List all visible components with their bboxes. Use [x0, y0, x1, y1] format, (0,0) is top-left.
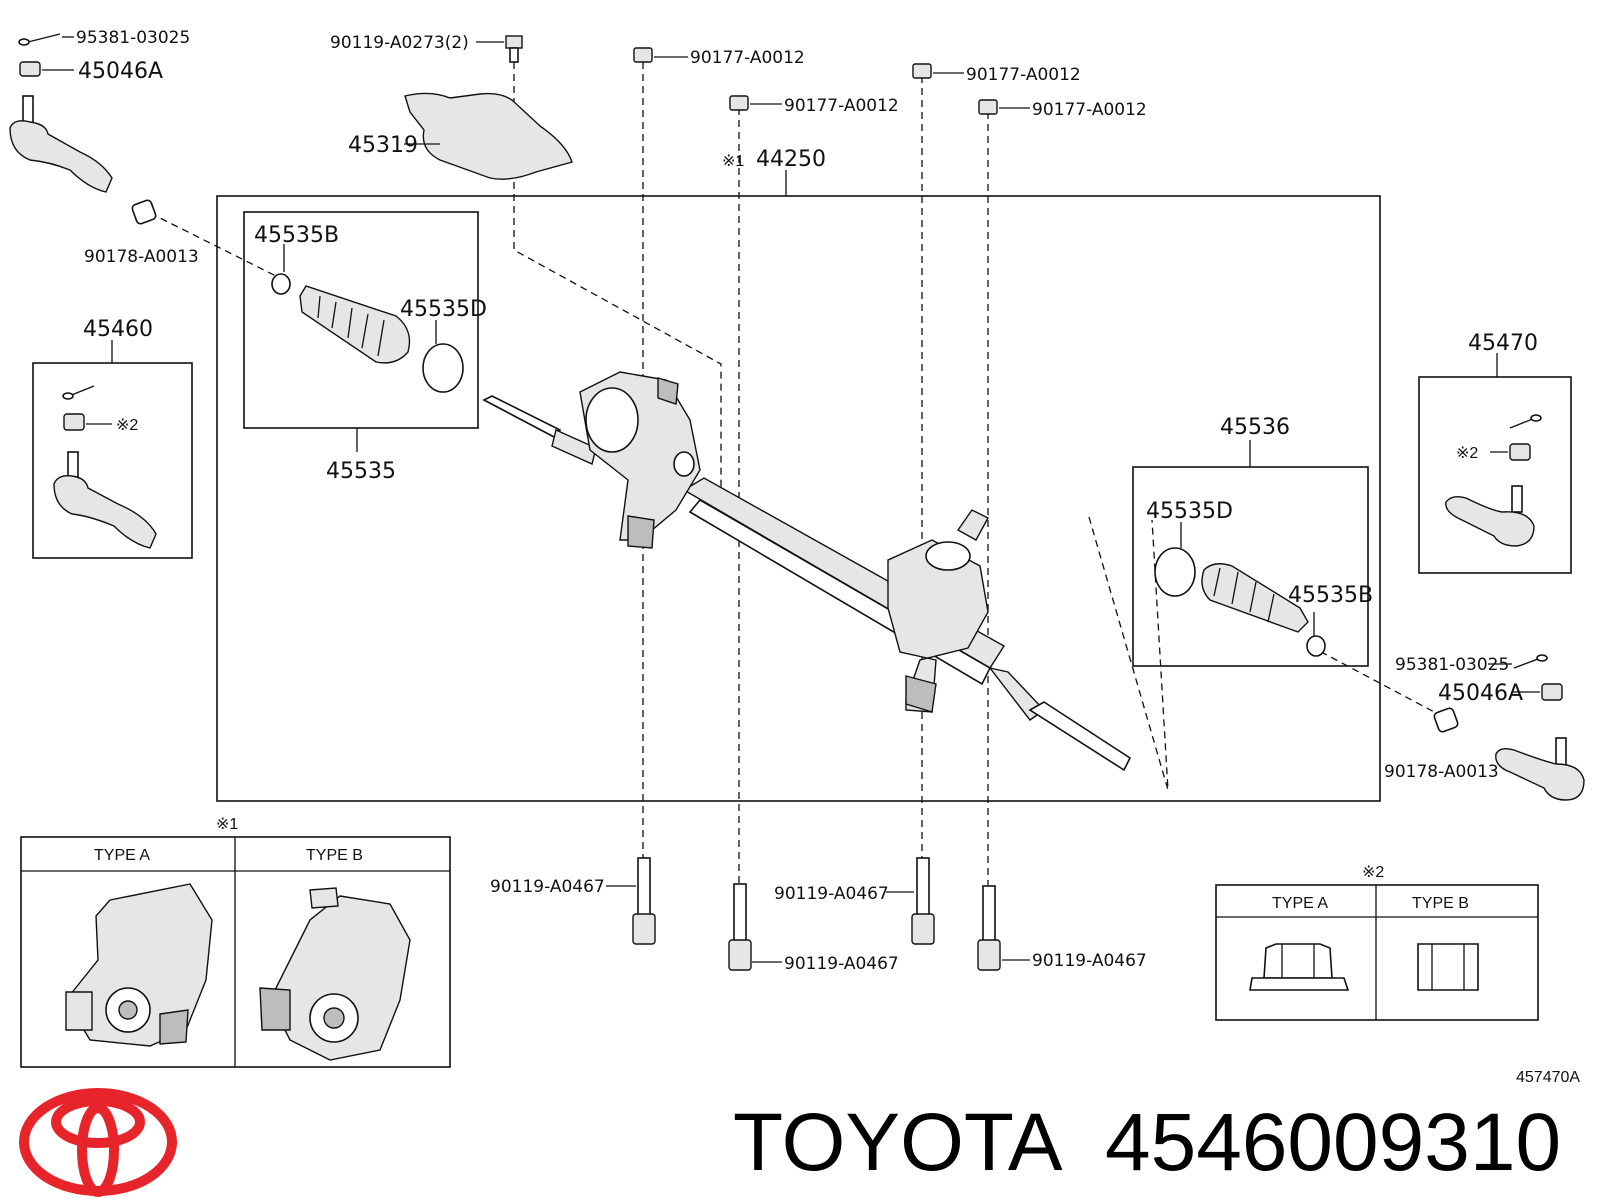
ring-right-label: 45535D — [1146, 499, 1233, 524]
bushing-right-label: 90178-A0013 — [1384, 762, 1499, 782]
type-table-1-col-a: TYPE A — [94, 847, 150, 864]
tie-rod-end-right-label: 45470 — [1468, 331, 1538, 356]
nut-top-4-label: 90177-A0012 — [1032, 100, 1147, 120]
boot-kit-left-frame — [243, 211, 479, 429]
gear-assy-label: 44250 — [756, 147, 826, 172]
bushing-right-icon — [1433, 707, 1459, 733]
nut-box-right-icon — [1509, 443, 1531, 461]
bushing-left-label: 90178-A0013 — [84, 247, 199, 267]
toyota-logo — [19, 1088, 177, 1197]
castle-nut-right-icon — [1541, 683, 1563, 701]
diagram-id: 457470A — [1516, 1069, 1580, 1086]
type-table-2-col-b: TYPE B — [1412, 895, 1469, 912]
nut-top-2-label: 90177-A0012 — [784, 96, 899, 116]
clamp-right-icon — [1306, 635, 1326, 657]
note1-marker-label: ※1 — [722, 153, 744, 170]
type-table-1 — [20, 836, 451, 1068]
clamp-left-icon — [271, 273, 291, 295]
gear-assy-frame — [216, 195, 1381, 802]
type-table-1-col-b: TYPE B — [306, 847, 363, 864]
bolt-bottom-3-icon — [911, 857, 935, 945]
steering-rack-icon — [482, 371, 1132, 772]
nut-box-left-icon — [63, 413, 85, 431]
ring-left-label: 45535D — [400, 297, 487, 322]
cover-label: 45319 — [348, 133, 418, 158]
note2-marker-right-label: ※2 — [1456, 445, 1478, 462]
nut-top-1-icon — [633, 47, 653, 63]
boot-kit-right-label: 45536 — [1220, 415, 1290, 440]
ring-right-icon — [1154, 547, 1196, 597]
type-table-2-col-a: TYPE A — [1272, 895, 1328, 912]
brand-name: TOYOTA — [733, 1097, 1063, 1188]
gearbox-type-b-icon — [259, 887, 411, 1061]
boot-kit-left-label: 45535 — [326, 459, 396, 484]
cotter-pin-left-label: 95381-03025 — [76, 28, 190, 48]
tie-rod-end-right-loose-icon — [1495, 737, 1585, 801]
tie-rod-end-box-left-icon — [53, 451, 157, 549]
bushing-left-icon — [131, 199, 157, 225]
note2-marker-left-label: ※2 — [116, 417, 138, 434]
cotter-pin-right-label: 95381-03025 — [1395, 655, 1509, 675]
nut-right-label: 45046A — [1438, 681, 1523, 706]
cotter-pin-left-icon — [18, 33, 61, 46]
ring-left-icon — [422, 343, 464, 393]
bolt-bottom-4-label: 90119-A0467 — [1032, 951, 1147, 971]
clamp-left-label: 45535B — [254, 223, 339, 248]
tie-rod-end-left-label: 45460 — [83, 317, 153, 342]
flange-nut-type-a-icon — [1249, 943, 1350, 991]
boot-left-icon — [299, 285, 411, 364]
cover-icon — [404, 92, 573, 180]
bolt-bottom-3-label: 90119-A0467 — [774, 884, 889, 904]
tie-rod-end-left-top-icon — [9, 95, 113, 193]
type-table-1-marker: ※1 — [216, 816, 238, 833]
tie-rod-end-right-frame — [1418, 376, 1572, 574]
nut-top-3-icon — [912, 63, 932, 79]
boot-right-icon — [1201, 563, 1309, 633]
cotter-pin-box-right-icon — [1509, 414, 1542, 429]
tie-rod-end-left-frame — [32, 362, 193, 559]
bolt-bottom-2-icon — [728, 883, 752, 971]
tie-rod-end-box-right-icon — [1445, 485, 1535, 547]
type-table-2-marker: ※2 — [1362, 864, 1384, 881]
bolt-bottom-1-label: 90119-A0467 — [490, 877, 605, 897]
bolt-bottom-4-icon — [977, 885, 1001, 971]
nut-top-3-label: 90177-A0012 — [966, 65, 1081, 85]
nut-type-b-icon — [1417, 943, 1479, 991]
cotter-pin-right-icon — [1513, 654, 1548, 669]
bolt-bottom-1-icon — [632, 857, 656, 945]
nut-left-label: 45046A — [78, 59, 163, 84]
gearbox-type-a-icon — [65, 883, 213, 1047]
bolt-bottom-2-label: 90119-A0467 — [784, 954, 899, 974]
nut-top-4-icon — [978, 99, 998, 115]
nut-top-1-label: 90177-A0012 — [690, 48, 805, 68]
type-table-2 — [1215, 884, 1539, 1021]
part-number: 4546009310 — [1105, 1097, 1561, 1188]
castle-nut-left-icon — [19, 61, 41, 77]
nut-top-2-icon — [729, 95, 749, 111]
cotter-pin-box-left-icon — [62, 385, 95, 400]
clamp-right-label: 45535B — [1288, 583, 1373, 608]
bolt-cover-icon — [505, 35, 523, 63]
bolt-cover-label: 90119-A0273(2) — [330, 33, 469, 53]
